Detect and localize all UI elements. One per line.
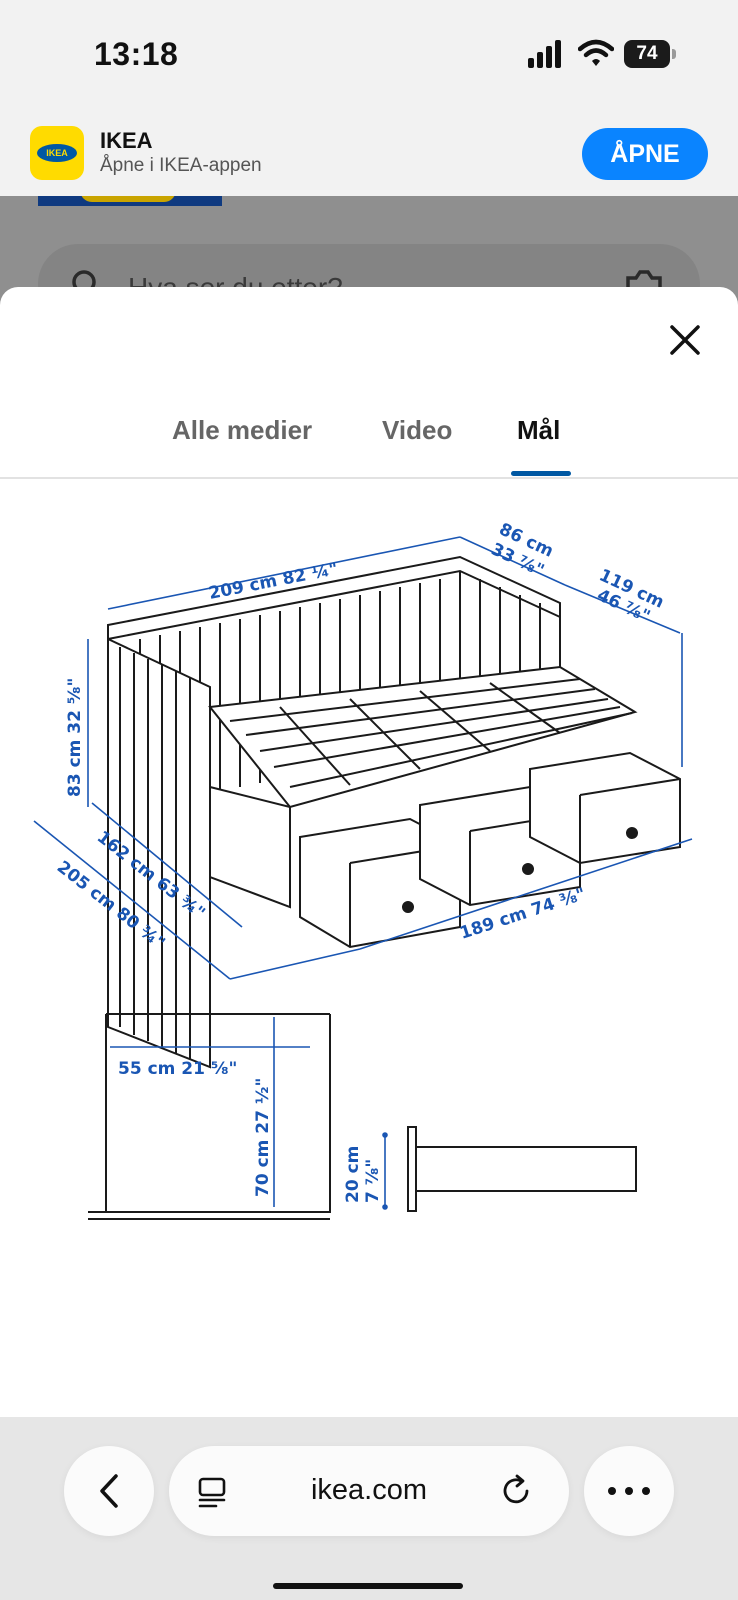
app-name: IKEA bbox=[100, 128, 153, 153]
battery-level: 74 bbox=[624, 40, 670, 68]
ikea-logo-icon: IKEA bbox=[37, 144, 77, 162]
back-button[interactable] bbox=[64, 1446, 154, 1536]
ikea-app-icon[interactable]: IKEA bbox=[30, 126, 84, 180]
more-button[interactable] bbox=[584, 1446, 674, 1536]
reload-icon[interactable] bbox=[499, 1474, 533, 1508]
app-banner: IKEA IKEA Åpne i IKEA-appen ÅPNE bbox=[0, 110, 738, 196]
tab-all-media[interactable]: Alle medier bbox=[172, 415, 313, 445]
status-time: 13:18 bbox=[94, 36, 179, 72]
chevron-left-icon bbox=[100, 1474, 118, 1508]
signal-icon bbox=[528, 40, 561, 68]
browser-toolbar: ikea.com bbox=[0, 1417, 738, 1600]
dim-inner-height: 70 cm 27 ½" bbox=[253, 1078, 273, 1197]
media-sheet: Alle medier Video Mål bbox=[0, 287, 738, 1417]
active-tab-indicator bbox=[511, 471, 571, 476]
dim-drawer-height-in: 7 ⅞" bbox=[363, 1159, 383, 1203]
tab-video[interactable]: Video bbox=[382, 415, 453, 445]
address-bar[interactable]: ikea.com bbox=[169, 1446, 569, 1536]
open-app-button[interactable]: ÅPNE bbox=[582, 128, 708, 180]
dim-drawer-height-cm: 20 cm bbox=[343, 1146, 363, 1203]
dim-inner-width: 55 cm 21 ⅝" bbox=[118, 1059, 237, 1079]
url-text: ikea.com bbox=[310, 1474, 428, 1506]
battery-icon: 74 bbox=[624, 40, 676, 68]
dim-height: 83 cm 32 ⅝" bbox=[65, 678, 85, 797]
media-tabs: Alle medier Video Mål bbox=[0, 415, 738, 479]
status-bar: 13:18 74 bbox=[0, 0, 738, 110]
page-menu-icon bbox=[198, 1477, 226, 1508]
close-icon[interactable] bbox=[668, 323, 702, 357]
more-icon bbox=[608, 1487, 650, 1495]
app-subtitle: Åpne i IKEA-appen bbox=[100, 155, 262, 176]
dimension-drawing: 209 cm 82 ¼" 86 cm 33 ⅞" 119 cm 46 ⅞" 83… bbox=[33, 519, 693, 1220]
wifi-icon bbox=[578, 39, 614, 66]
tab-dimensions[interactable]: Mål bbox=[517, 415, 561, 445]
home-indicator bbox=[273, 1583, 463, 1589]
